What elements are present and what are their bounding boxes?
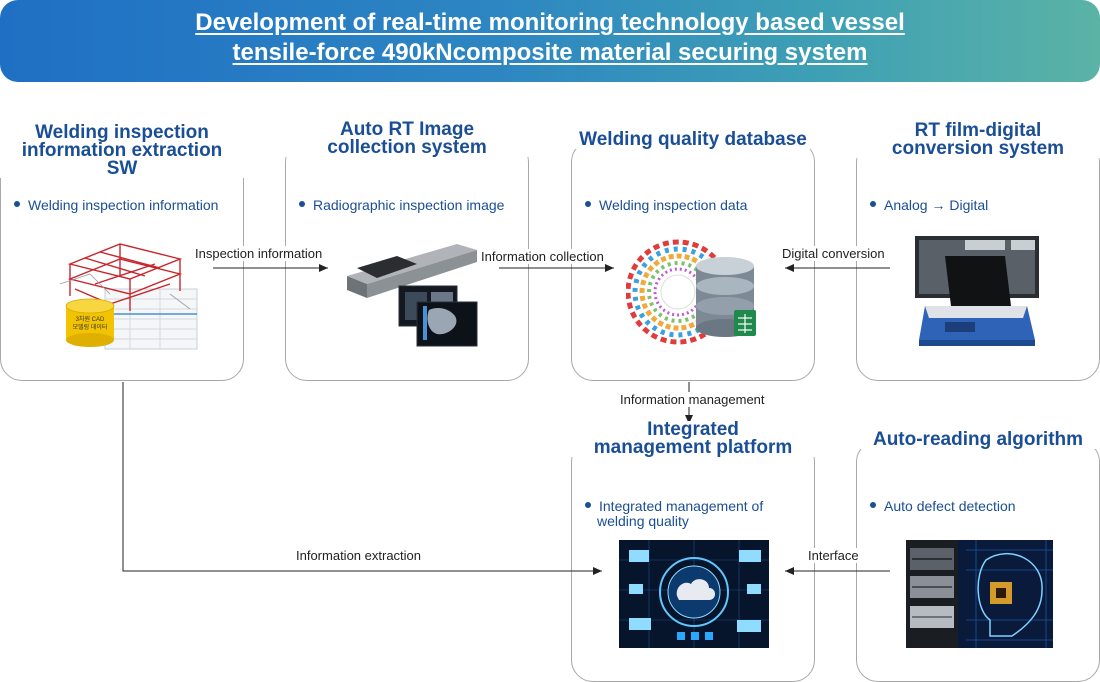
cad-label-line-2: 모델링 데이터 <box>72 325 108 331</box>
film-digitizer-image <box>915 236 1039 346</box>
rt-scanner-image <box>337 236 479 348</box>
title-rt-collection: Auto RT Image collection system <box>285 119 529 158</box>
title-banner: Development of real-time monitoring tech… <box>0 0 1100 82</box>
title-quality-database: Welding quality database <box>571 129 815 150</box>
title-rt-line-2: collection system <box>327 137 487 158</box>
bullet-extraction: Welding inspection information <box>14 198 218 213</box>
title-extraction-line-2: information extraction SW <box>21 140 223 179</box>
cad-label: 3차원 CAD 모델링 데이터 <box>68 316 112 332</box>
title-platform-line-2: management platform <box>593 437 793 458</box>
title-platform-line-1: Integrated <box>647 419 739 440</box>
bullet-conversion: Analog → Digital <box>870 198 988 213</box>
label-information-collection: Information collection <box>479 249 606 264</box>
title-database-line-1: Welding quality database <box>579 129 807 150</box>
bullet-platform-line-1: Integrated management of <box>599 498 764 514</box>
label-inspection-information: Inspection information <box>193 246 325 261</box>
label-interface: Interface <box>806 548 861 563</box>
title-algorithm-line-1: Auto-reading algorithm <box>872 429 1084 450</box>
bullet-platform-line-2: welding quality <box>597 513 689 529</box>
database-image <box>626 239 756 345</box>
title-film-conversion: RT film-digital conversion system <box>856 120 1100 159</box>
title-conversion-line-1: RT film-digital <box>914 120 1042 141</box>
banner-title-line-1: Development of real-time monitoring tech… <box>195 9 905 36</box>
platform-image <box>619 540 769 648</box>
ai-defect-image <box>906 540 1053 648</box>
title-extraction-sw: Welding inspection information extractio… <box>0 122 244 179</box>
label-information-management: Information management <box>618 392 767 407</box>
bullet-rt-collection: Radiographic inspection image <box>299 198 504 213</box>
label-information-extraction: Information extraction <box>294 548 424 563</box>
title-extraction-line-1: Welding inspection <box>35 122 209 143</box>
title-management-platform: Integrated management platform <box>571 419 815 458</box>
title-auto-reading: Auto-reading algorithm <box>856 429 1100 450</box>
banner-title-line-2: tensile-force 490kNcomposite material se… <box>232 39 868 66</box>
title-rt-line-1: Auto RT Image <box>339 119 475 140</box>
arrow-information-extraction <box>122 382 602 575</box>
bullet-database: Welding inspection data <box>585 198 747 213</box>
bullet-algorithm: Auto defect detection <box>870 499 1016 514</box>
title-conversion-line-2: conversion system <box>891 138 1065 159</box>
bullet-platform: Integrated management of welding quality <box>585 499 763 529</box>
cad-label-line-1: 3차원 CAD <box>75 317 105 323</box>
cad-model-image <box>59 243 198 350</box>
label-digital-conversion: Digital conversion <box>780 246 887 261</box>
